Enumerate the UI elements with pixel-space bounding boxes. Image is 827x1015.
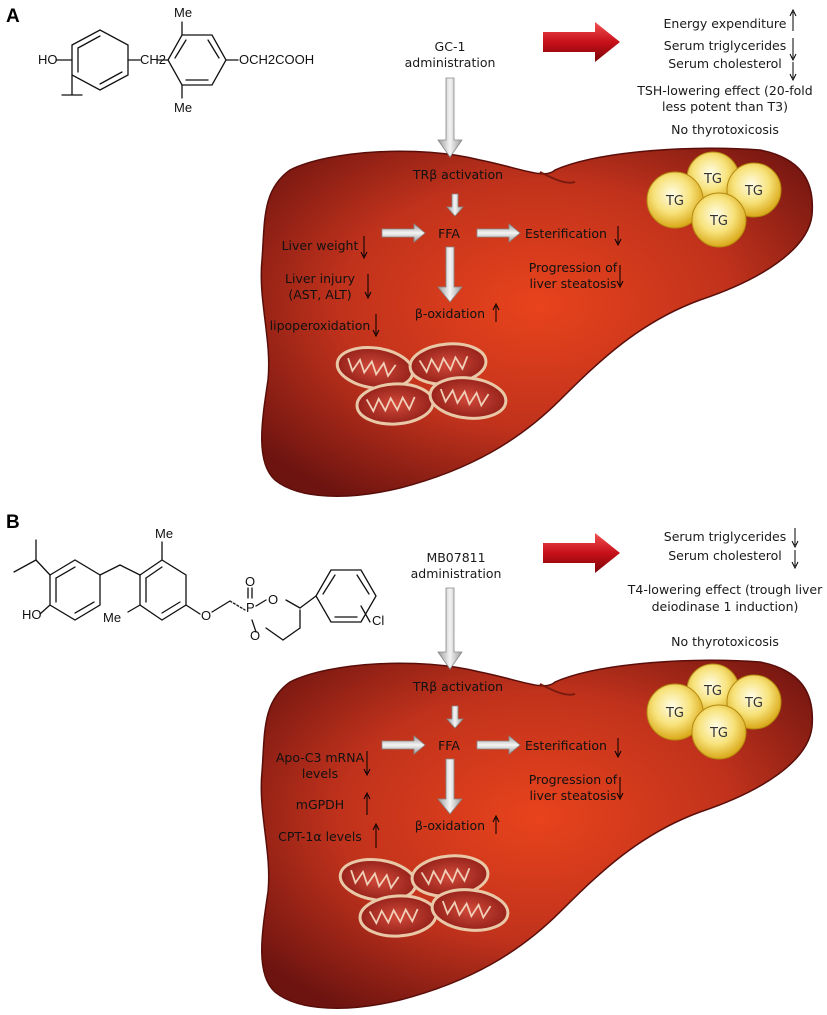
left-effect1b-b: levels <box>302 766 338 781</box>
left-effect3-b: CPT-1α levels <box>278 829 362 844</box>
effect-t4-line2: deiodinase 1 induction) <box>652 599 799 614</box>
gc1-drug-line2: administration <box>405 55 496 70</box>
effect-chol: Serum cholesterol <box>668 56 782 71</box>
tg-label: TG <box>744 696 763 711</box>
gray-arrow-small-a <box>446 193 464 217</box>
effect-nothyro: No thyrotoxicosis <box>671 122 779 137</box>
tg-droplets-b: TG TG TG TG <box>646 663 782 760</box>
gc1-structure: HO CH2 Me Me OCH2COOH <box>38 5 314 115</box>
esterification-b: Esterification <box>525 738 607 753</box>
effect-tsh-line2: less potent than T3) <box>662 99 788 114</box>
up-arrow-icon <box>363 791 371 800</box>
panel-b-letter: B <box>6 512 20 533</box>
liver-b <box>260 659 814 1009</box>
effects-b: Serum triglycerides Serum cholesterol T4… <box>627 528 823 649</box>
left-effect1a-b: Apo-C3 mRNA <box>276 750 365 765</box>
tg-label: TG <box>665 194 684 209</box>
gray-arrow-right-ffa-b <box>476 735 521 755</box>
left-effect3-a: lipoperoxidation <box>270 318 371 333</box>
down-arrow-icon <box>789 73 797 82</box>
down-arrow-icon <box>372 329 380 338</box>
gray-arrow-down-beta-b <box>437 758 463 815</box>
tr-activation-b: TRβ activation <box>412 679 503 694</box>
gc1-drug-line1: GC-1 <box>435 39 466 54</box>
gray-arrow-down-beta-a <box>437 246 463 303</box>
mb-drug-line2: administration <box>411 566 502 581</box>
tg-label: TG <box>744 184 763 199</box>
mb-me-top-label: Me <box>155 526 173 541</box>
mb-p-label: P <box>246 600 255 615</box>
down-arrow-icon <box>791 540 799 549</box>
tg-label: TG <box>703 684 722 699</box>
up-arrow-icon <box>789 8 797 17</box>
ffa-a: FFA <box>438 226 460 241</box>
tr-activation-a: TRβ activation <box>412 167 503 182</box>
down-arrow-icon <box>789 53 797 62</box>
effect-nothyro-b: No thyrotoxicosis <box>671 634 779 649</box>
effect-tg-b: Serum triglycerides <box>664 529 786 544</box>
mb-cl-label: Cl <box>372 613 384 628</box>
mb-drug-line1: MB07811 <box>426 550 485 565</box>
down-arrow-icon <box>791 561 799 570</box>
up-arrow-icon <box>492 302 500 311</box>
tg-label: TG <box>665 706 684 721</box>
gray-arrow-left-ffa-a <box>381 223 426 243</box>
beta-oxidation-a: β-oxidation <box>415 306 485 321</box>
red-arrow-a <box>543 22 620 62</box>
effect-t4-line1: T4-lowering effect (trough liver <box>627 582 823 597</box>
gray-arrow-down-a <box>437 77 463 158</box>
left-effect2a-a: Liver injury <box>285 271 356 286</box>
gray-arrow-small-b <box>446 705 464 729</box>
gc1-me-bottom-label: Me <box>174 100 192 115</box>
up-arrow-icon <box>492 814 500 823</box>
gc1-me-top-label: Me <box>174 5 192 20</box>
down-arrow-icon <box>360 251 368 260</box>
gc1-och2cooh-label: OCH2COOH <box>239 52 314 67</box>
mb-ho-label: HO <box>22 607 42 622</box>
panel-a: A HO CH2 Me Me OCH2COOH GC-1 <box>6 5 814 497</box>
left-effect2-b: mGPDH <box>296 797 344 812</box>
left-effect1-a: Liver weight <box>282 238 359 253</box>
liver-a <box>260 147 814 497</box>
mb-o-dbl-label: O <box>245 574 255 589</box>
mb-o-ring1-label: O <box>268 592 278 607</box>
panel-b: B <box>6 512 823 1009</box>
effect-tg: Serum triglycerides <box>664 38 786 53</box>
down-arrow-icon <box>614 750 622 759</box>
tg-label: TG <box>703 172 722 187</box>
effect-energy: Energy expenditure <box>664 16 787 31</box>
gray-arrow-left-ffa-b <box>381 735 426 755</box>
mb-me-bottom-label: Me <box>103 610 121 625</box>
down-arrow-icon <box>616 280 624 289</box>
down-arrow-icon <box>363 768 371 777</box>
progression-line2-b: liver steatosis <box>530 788 617 803</box>
effect-tsh-line1: TSH-lowering effect (20-fold <box>636 83 812 98</box>
progression-line2-a: liver steatosis <box>530 276 617 291</box>
tg-droplets-a: TG TG TG TG <box>646 151 782 248</box>
ffa-b: FFA <box>438 738 460 753</box>
beta-oxidation-b: β-oxidation <box>415 818 485 833</box>
mb07811-structure: HO Me Me O P O O O Cl <box>13 526 384 643</box>
effect-chol-b: Serum cholesterol <box>668 548 782 563</box>
tg-label: TG <box>709 214 728 229</box>
gc1-ho-label: HO <box>38 52 58 67</box>
esterification-a: Esterification <box>525 226 607 241</box>
progression-line1-a: Progression of <box>529 260 618 275</box>
red-arrow-b <box>543 533 620 573</box>
left-effect2b-a: (AST, ALT) <box>288 287 351 302</box>
mb-o-ether-label: O <box>201 608 211 623</box>
gray-arrow-right-ffa-a <box>476 223 521 243</box>
tg-label: TG <box>709 726 728 741</box>
gc1-ch2-label: CH2 <box>140 52 166 67</box>
mb-o-ring2-label: O <box>250 628 260 643</box>
up-arrow-icon <box>372 822 380 831</box>
progression-line1-b: Progression of <box>529 772 618 787</box>
down-arrow-icon <box>614 238 622 247</box>
down-arrow-icon <box>364 291 372 300</box>
panel-a-letter: A <box>6 6 20 27</box>
gray-arrow-down-b <box>437 587 463 670</box>
effects-a: Energy expenditure Serum triglycerides S… <box>636 8 813 137</box>
down-arrow-icon <box>616 792 624 801</box>
